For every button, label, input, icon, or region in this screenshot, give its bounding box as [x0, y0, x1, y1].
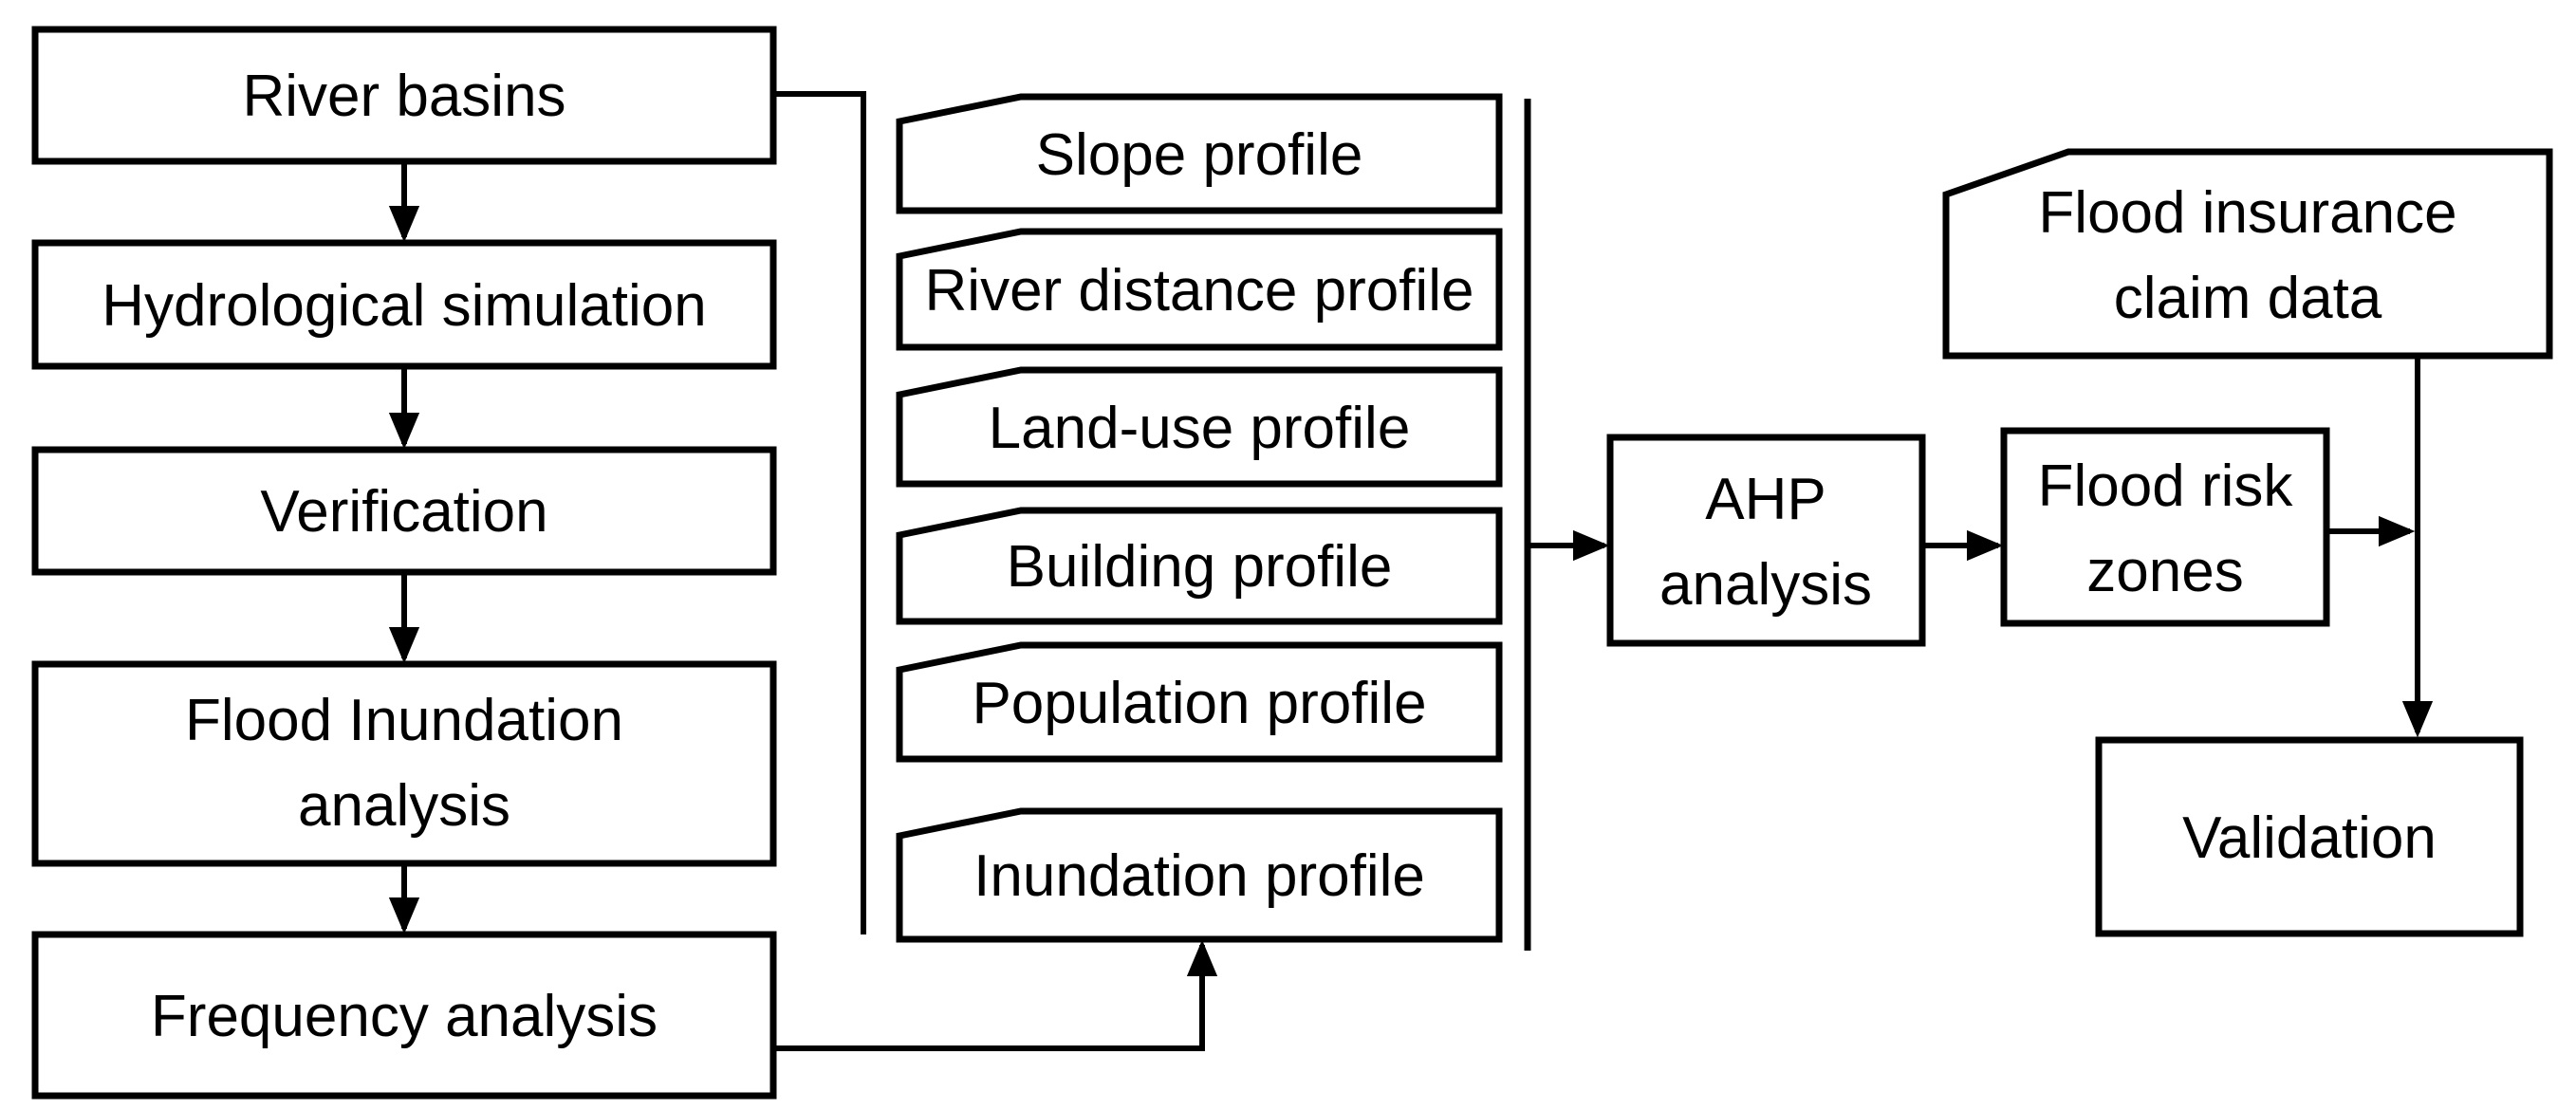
- validation-label: Validation: [2182, 805, 2437, 871]
- inundation-profile-box: [896, 807, 1503, 943]
- slope-profile-label: Slope profile: [1036, 122, 1363, 188]
- flood-risk-zones-label-line1: Flood risk: [2038, 453, 2294, 519]
- node-slope-profile: Slope profile: [896, 93, 1503, 214]
- flood-insurance-claim-data-label-line2: claim data: [2114, 266, 2382, 331]
- slope-profile-box: [896, 93, 1503, 214]
- node-flood-risk-zones: Flood risk zones: [2000, 427, 2330, 627]
- hydrological-simulation-label: Hydrological simulation: [102, 273, 707, 339]
- node-flood-insurance-claim-data: Flood insurance claim data: [1942, 148, 2553, 360]
- node-inundation-profile: Inundation profile: [896, 807, 1503, 943]
- node-frequency-analysis: Frequency analysis: [31, 931, 777, 1100]
- land-use-profile-label: Land-use profile: [989, 396, 1411, 461]
- node-verification: Verification: [31, 446, 777, 576]
- land-use-profile-box: [896, 366, 1503, 488]
- node-land-use-profile: Land-use profile: [896, 366, 1503, 488]
- node-building-profile: Building profile: [896, 507, 1503, 625]
- verification-box: [31, 446, 777, 576]
- river-basins-label: River basins: [242, 64, 565, 129]
- population-profile-label: Population profile: [972, 671, 1426, 736]
- node-hydrological-simulation: Hydrological simulation: [31, 239, 777, 370]
- flood-inundation-analysis-label-line1: Flood Inundation: [185, 688, 623, 753]
- building-profile-box: [896, 507, 1503, 625]
- ahp-analysis-label-line1: AHP: [1705, 467, 1825, 532]
- verification-label: Verification: [260, 479, 547, 545]
- node-flood-inundation-analysis: Flood Inundation analysis: [31, 660, 777, 867]
- flood-risk-zones-label-line2: zones: [2086, 539, 2243, 604]
- node-ahp-analysis: AHP analysis: [1606, 434, 1926, 647]
- flood-insurance-claim-data-label-line1: Flood insurance: [2038, 180, 2456, 246]
- edge-river-basins-to-profile-group: [770, 91, 866, 934]
- node-river-basins: River basins: [31, 26, 777, 165]
- node-population-profile: Population profile: [896, 641, 1503, 763]
- flood-inundation-analysis-label-line2: analysis: [298, 773, 510, 839]
- river-distance-profile-box: [896, 228, 1503, 351]
- node-river-distance-profile: River distance profile: [896, 228, 1503, 351]
- hydrological-simulation-box: [31, 239, 777, 370]
- node-validation: Validation: [2095, 736, 2524, 937]
- frequency-analysis-box: [31, 931, 777, 1100]
- flood-risk-zones-box: [2000, 427, 2330, 627]
- river-basins-box: [31, 26, 777, 165]
- ahp-analysis-label-line2: analysis: [1659, 552, 1872, 618]
- frequency-analysis-label: Frequency analysis: [151, 984, 658, 1049]
- edge-frequency-analysis-to-inundation-profile: [773, 939, 1218, 1051]
- flood-inundation-analysis-box: [31, 660, 777, 867]
- flood-insurance-claim-data-box: [1942, 148, 2553, 360]
- validation-box: [2095, 736, 2524, 937]
- river-distance-profile-label: River distance profile: [925, 258, 1474, 324]
- inundation-profile-label: Inundation profile: [973, 843, 1425, 909]
- ahp-analysis-box: [1606, 434, 1926, 647]
- population-profile-box: [896, 641, 1503, 763]
- building-profile-label: Building profile: [1007, 534, 1393, 600]
